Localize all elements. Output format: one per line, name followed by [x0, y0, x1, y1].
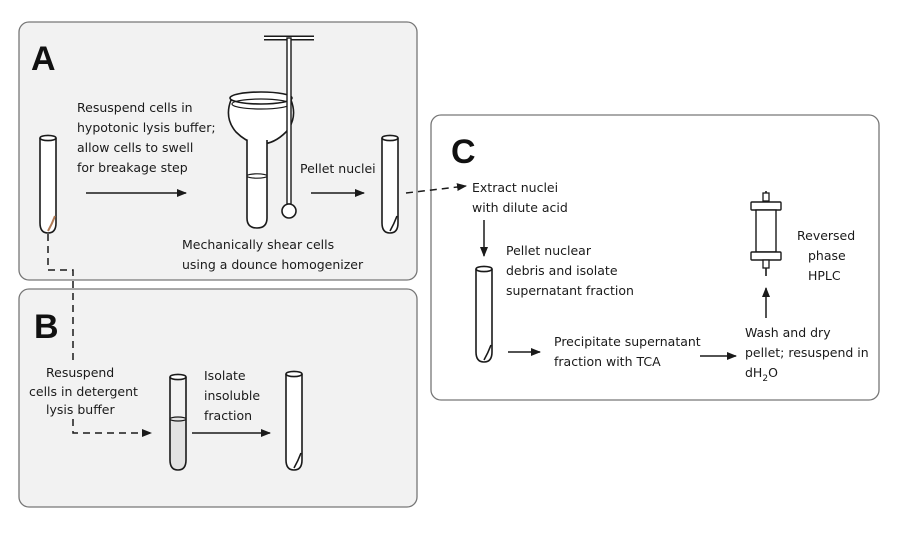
svg-text:allow cells to swell: allow cells to swell: [77, 140, 193, 155]
svg-text:Pellet nuclear: Pellet nuclear: [506, 243, 592, 258]
tube-a-end: [381, 134, 399, 234]
dashed-arrow-b1: [72, 419, 152, 437]
tube-b-lysate: [169, 373, 187, 471]
panel-c-box: [430, 114, 880, 401]
panel-b-box: [18, 288, 418, 508]
svg-text:fraction: fraction: [204, 408, 252, 423]
panel-a-box: [18, 21, 418, 281]
tube-b-pellet: [285, 370, 303, 471]
svg-text:Extract nuclei: Extract nuclei: [472, 180, 558, 195]
svg-text:Isolate: Isolate: [204, 368, 246, 383]
step-c4-text: Wash and dry pellet; resuspend in dH2O: [745, 325, 869, 384]
svg-text:with dilute acid: with dilute acid: [472, 200, 568, 215]
svg-text:Resuspend: Resuspend: [46, 365, 114, 380]
svg-text:dH2O: dH2O: [745, 365, 778, 384]
svg-text:insoluble: insoluble: [204, 388, 260, 403]
svg-text:Wash and dry: Wash and dry: [745, 325, 831, 340]
hplc-column-icon: [750, 191, 782, 276]
step-c5-text: Reversed phase HPLC: [797, 228, 855, 283]
svg-text:HPLC: HPLC: [808, 268, 841, 283]
step-a2-text: Mechanically shear cells using a dounce …: [182, 237, 364, 272]
svg-text:lysis buffer: lysis buffer: [46, 402, 116, 417]
svg-text:pellet; resuspend in: pellet; resuspend in: [745, 345, 869, 360]
tube-a-start: [39, 134, 57, 234]
svg-text:using a dounce homogenizer: using a dounce homogenizer: [182, 257, 364, 272]
tube-c: [475, 265, 493, 363]
dashed-connector-a-to-b: [47, 234, 74, 363]
svg-text:Resuspend cells in: Resuspend cells in: [77, 100, 193, 115]
panel-c-label: C: [451, 133, 476, 171]
dashed-connector-a-to-c: [405, 183, 467, 194]
svg-text:supernatant fraction: supernatant fraction: [506, 283, 634, 298]
step-c2-text: Pellet nuclear debris and isolate supern…: [506, 243, 634, 298]
panel-b-label: B: [34, 308, 59, 346]
step-a3-text: Pellet nuclei: [300, 161, 376, 176]
svg-text:Precipitate supernatant: Precipitate supernatant: [554, 334, 701, 349]
panel-a-label: A: [31, 40, 56, 78]
step-b2-text: Isolate insoluble fraction: [204, 368, 260, 423]
svg-text:debris and isolate: debris and isolate: [506, 263, 618, 278]
svg-text:for breakage step: for breakage step: [77, 160, 188, 175]
step-c1-text: Extract nuclei with dilute acid: [472, 180, 568, 215]
svg-text:cells in detergent: cells in detergent: [29, 384, 138, 399]
svg-text:phase: phase: [808, 248, 846, 263]
svg-text:Reversed: Reversed: [797, 228, 855, 243]
svg-text:fraction with TCA: fraction with TCA: [554, 354, 661, 369]
svg-text:hypotonic lysis buffer;: hypotonic lysis buffer;: [77, 120, 216, 135]
step-b1-text: Resuspend cells in detergent lysis buffe…: [29, 365, 138, 417]
step-c3-text: Precipitate supernatant fraction with TC…: [554, 334, 701, 369]
step-a1-text: Resuspend cells in hypotonic lysis buffe…: [77, 100, 216, 175]
dounce-homogenizer-icon: [227, 35, 314, 229]
svg-text:Mechanically shear cells: Mechanically shear cells: [182, 237, 334, 252]
